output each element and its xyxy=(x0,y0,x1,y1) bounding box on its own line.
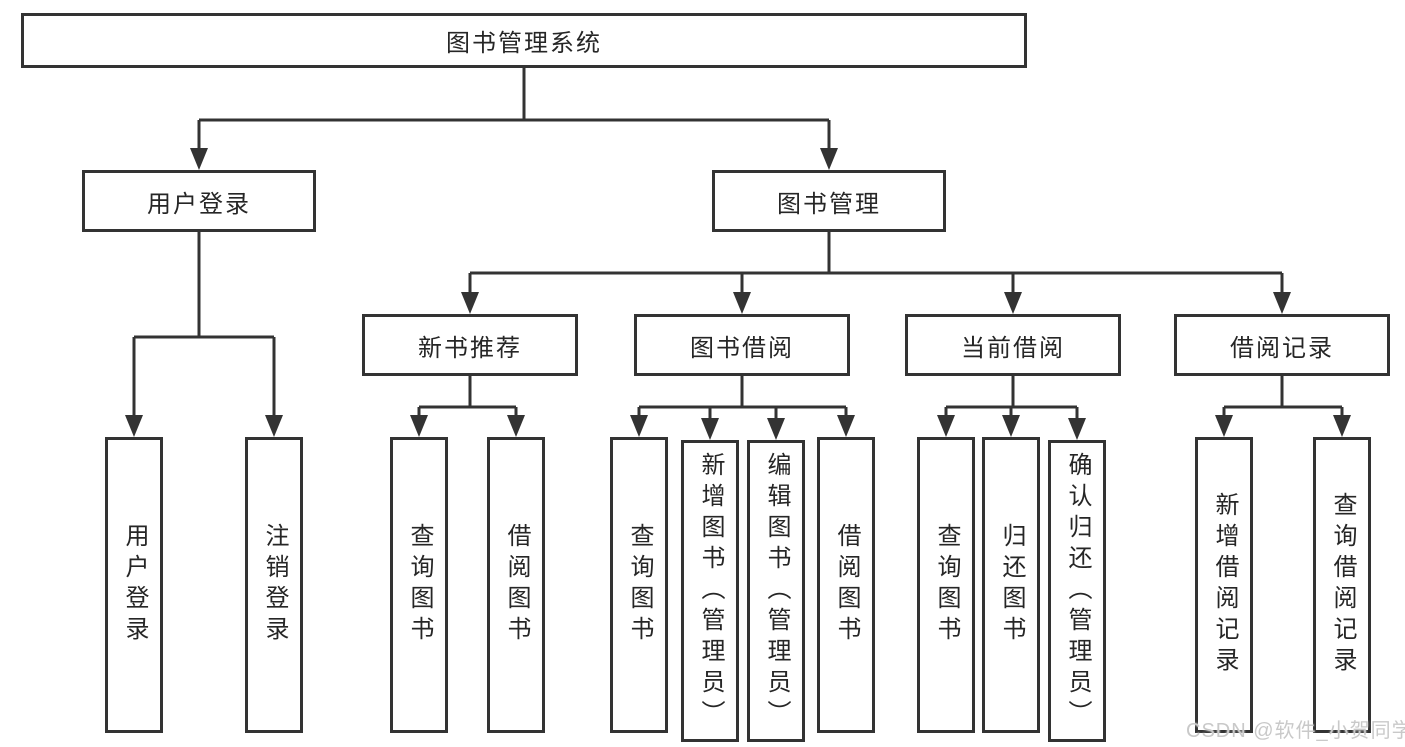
arrowhead xyxy=(630,415,648,437)
node-label: 借阅图书 xyxy=(503,523,530,647)
arrowhead xyxy=(820,148,838,170)
node-leaf-query-books-recommend: 查询图书 xyxy=(390,437,448,733)
node-label: 查询借阅记录 xyxy=(1329,492,1356,678)
node-label: 查询图书 xyxy=(406,523,433,647)
node-leaf-add-borrow-record: 新增借阅记录 xyxy=(1195,437,1253,733)
node-label: 新增借阅记录 xyxy=(1211,492,1238,678)
node-leaf-edit-books-admin: 编辑图书（管理员） xyxy=(747,440,805,742)
connector-record-stems xyxy=(1222,407,1344,425)
node-label: 图书管理 xyxy=(777,190,881,218)
arrowheads xyxy=(125,148,1351,440)
node-leaf-query-books-current: 查询图书 xyxy=(917,437,975,733)
node-label: 图书管理系统 xyxy=(446,30,602,57)
arrowhead xyxy=(1273,292,1291,314)
node-leaf-return-books: 归还图书 xyxy=(982,437,1040,733)
node-label: 归还图书 xyxy=(998,523,1025,647)
node-user-login: 用户登录 xyxy=(82,170,316,232)
arrowhead xyxy=(1002,415,1020,437)
node-new-book-recommend: 新书推荐 xyxy=(362,314,578,376)
node-current-borrow: 当前借阅 xyxy=(905,314,1121,376)
node-library-management-system: 图书管理系统 xyxy=(21,13,1027,68)
node-label: 用户登录 xyxy=(147,190,251,218)
connector-borrow-stems xyxy=(637,407,848,428)
arrowhead xyxy=(265,415,283,437)
node-book-management: 图书管理 xyxy=(712,170,946,232)
arrowhead xyxy=(1215,415,1233,437)
node-label: 确认归还（管理员） xyxy=(1064,451,1091,731)
arrowhead xyxy=(461,292,479,314)
csdn-watermark: CSDN @软件_小贺同学 xyxy=(1186,720,1405,742)
node-label: 编辑图书（管理员） xyxy=(763,451,790,731)
node-leaf-confirm-return-admin: 确认归还（管理员） xyxy=(1048,440,1106,742)
node-label: 图书借阅 xyxy=(690,334,794,362)
node-leaf-borrow-books: 借阅图书 xyxy=(817,437,875,733)
connector-level3-stems xyxy=(468,273,1284,302)
node-label: 查询图书 xyxy=(933,523,960,647)
node-label: 用户登录 xyxy=(121,523,148,647)
node-label: 查询图书 xyxy=(626,523,653,647)
connector-login-stems xyxy=(132,337,276,425)
node-label: 新增图书（管理员） xyxy=(697,451,724,731)
arrowhead xyxy=(1004,292,1022,314)
arrowhead xyxy=(507,415,525,437)
node-book-borrow: 图书借阅 xyxy=(634,314,850,376)
arrowhead xyxy=(767,418,785,440)
node-leaf-user-login: 用户登录 xyxy=(105,437,163,733)
arrowhead xyxy=(733,292,751,314)
arrowhead xyxy=(1068,418,1086,440)
arrowhead xyxy=(701,418,719,440)
node-label: 当前借阅 xyxy=(961,334,1065,362)
connector-rec-stems xyxy=(417,407,518,425)
connector-level2-stems xyxy=(197,120,831,158)
arrowhead xyxy=(937,415,955,437)
arrowhead xyxy=(1333,415,1351,437)
arrowhead xyxy=(125,415,143,437)
node-label: 借阅记录 xyxy=(1230,334,1334,362)
node-label: 注销登录 xyxy=(261,523,288,647)
arrowhead xyxy=(190,148,208,170)
node-label: 借阅图书 xyxy=(833,523,860,647)
node-leaf-add-books-admin: 新增图书（管理员） xyxy=(681,440,739,742)
arrowhead xyxy=(837,415,855,437)
node-label: 新书推荐 xyxy=(418,334,522,362)
node-borrow-record: 借阅记录 xyxy=(1174,314,1390,376)
node-leaf-query-borrow-record: 查询借阅记录 xyxy=(1313,437,1371,733)
node-leaf-query-books-borrow: 查询图书 xyxy=(610,437,668,733)
node-leaf-borrow-books-recommend: 借阅图书 xyxy=(487,437,545,733)
node-leaf-logout: 注销登录 xyxy=(245,437,303,733)
arrowhead xyxy=(410,415,428,437)
